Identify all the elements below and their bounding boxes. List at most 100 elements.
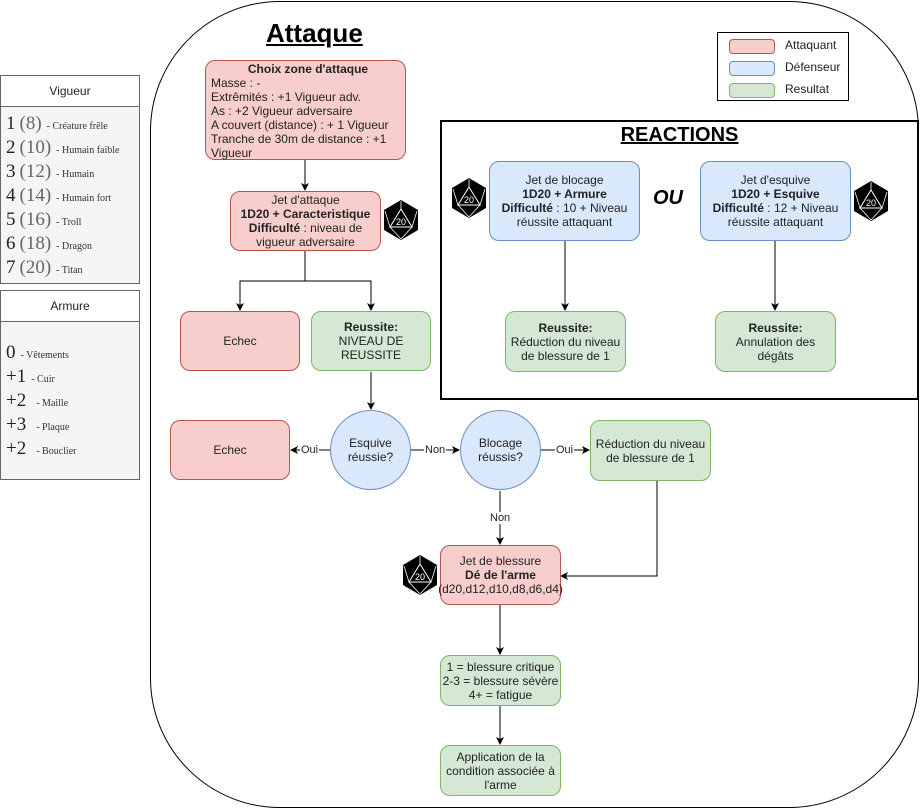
- vigueur-label: - Dragon: [56, 241, 92, 252]
- armure-row: +1 - Cuir: [1, 366, 139, 390]
- armure-bonus: +2: [6, 438, 27, 459]
- dodge-roll-formula: 1D20 + Esquive: [731, 187, 820, 201]
- vigueur-panel: Vigueur 1(8)- Créature frêle 2(10)- Huma…: [0, 75, 140, 284]
- diagram-title: Attaque: [266, 18, 363, 48]
- armure-row: +2 - Bouclier: [1, 438, 139, 462]
- wound-roll-die: Dé de l'arme: [465, 568, 536, 582]
- difficulty-value: : niveau de vigueur adversaire: [256, 221, 363, 249]
- reduce-text: Réduction du niveau de blessure de 1: [595, 436, 706, 465]
- svg-text:20: 20: [866, 198, 876, 208]
- vigueur-list: 1(8)- Créature frêle 2(10)- Humain faibl…: [1, 107, 139, 281]
- armure-row: +2- Maille: [1, 390, 139, 414]
- difficulty-label: Difficulté: [501, 201, 553, 215]
- vigueur-row: 3(12)- Humain: [1, 161, 139, 185]
- dodge-question-node: Esquive réussie?: [330, 410, 411, 490]
- vigueur-row: 1(8) - Créature frêle: [1, 113, 139, 137]
- armure-label: - Bouclier: [36, 446, 77, 457]
- vigueur-label: - Humain fort: [56, 193, 112, 204]
- wound-table-node: 1 = blessure critique 2-3 = blessure sév…: [440, 655, 561, 706]
- vigueur-value: (18): [19, 233, 52, 254]
- wound-roll-dice-list: (d20,d12,d10,d8,d6,d4): [438, 582, 563, 596]
- armure-row: 0 - Vêtements: [1, 342, 139, 366]
- vigueur-level: 7: [6, 257, 16, 278]
- d20-icon: 20: [384, 200, 418, 240]
- armure-bonus: +3: [6, 414, 27, 435]
- vigueur-label: - Humain: [56, 169, 95, 180]
- success-title: Reussite:: [343, 320, 399, 334]
- vigueur-level: 5: [6, 209, 16, 230]
- apply-condition-node: Application de la condition associée à l…: [440, 745, 561, 796]
- attack-roll-formula: 1D20 + Caracteristique: [240, 207, 371, 221]
- armure-label: - Vêtements: [20, 350, 69, 361]
- vigueur-level: 1: [6, 113, 16, 134]
- armure-row: +3 - Plaque: [1, 414, 139, 438]
- dodge-result-text: Annulation des dégâts: [735, 334, 816, 363]
- edge-label-non: Non: [489, 512, 512, 524]
- attack-zone-line: As : +2 Vigueur adversaire: [211, 104, 353, 118]
- attack-zone-line: Extrêmités : +1 Vigueur adv.: [211, 90, 361, 104]
- legend-label-resultat: Resultat: [785, 82, 830, 96]
- block-result-node: Reussite: Réduction du niveau de blessur…: [505, 311, 626, 372]
- vigueur-value: (10): [19, 137, 52, 158]
- vigueur-level: 4: [6, 185, 16, 206]
- d20-icon: 20: [854, 181, 888, 221]
- edge-label-non: Non: [424, 444, 447, 456]
- vigueur-row: 4(14) - Humain fort: [1, 185, 139, 209]
- armure-list: 0- Vêtements +1- Cuir +2- Maille +3- Pla…: [1, 322, 139, 462]
- armure-header: Armure: [1, 291, 139, 322]
- vigueur-label: - Titan: [56, 265, 83, 276]
- vigueur-row: 6(18) - Dragon: [1, 233, 139, 257]
- edge-label-oui: Oui: [555, 444, 575, 456]
- vigueur-label: - Créature frêle: [46, 121, 108, 132]
- d20-icon: 20: [452, 178, 486, 218]
- success-text: NIVEAU DE REUSSITE: [338, 334, 404, 362]
- armure-bonus: +1: [6, 366, 27, 387]
- dodge-fail-node: Echec: [170, 420, 290, 480]
- reactions-panel: REACTIONS: [440, 120, 919, 400]
- vigueur-row: 7(20)- Titan: [1, 257, 139, 281]
- wound-table-line: 1 = blessure critique: [446, 659, 555, 674]
- attack-zone-line: A couvert (distance) : + 1 Vigueur: [211, 118, 389, 132]
- wound-roll-title: Jet de blessure: [459, 554, 542, 568]
- attack-roll-node: Jet d'attaque 1D20 + Caracteristique Dif…: [230, 191, 381, 251]
- fail-text: Echec: [213, 443, 247, 457]
- difficulty-label: Difficulté: [248, 221, 301, 235]
- block-question-text: Blocage réussis?: [478, 436, 523, 464]
- svg-text:20: 20: [464, 195, 474, 205]
- attack-zone-line: Tranche de 30m de distance : +1 Vigueur: [211, 132, 387, 160]
- edge-reduce-to-wound: [560, 481, 658, 580]
- apply-condition-text: Application de la condition associée à l…: [446, 749, 555, 792]
- reduce-node: Réduction du niveau de blessure de 1: [590, 420, 711, 481]
- block-roll-node: Jet de blocage 1D20 + Armure Difficulté …: [489, 161, 640, 241]
- vigueur-level: 2: [6, 137, 16, 158]
- d20-icon: 20: [403, 555, 437, 595]
- attack-zone-title: Choix zone d'attaque: [247, 62, 369, 76]
- edge-attack-to-success: [305, 280, 375, 311]
- vigueur-value: (12): [19, 161, 52, 182]
- armure-label: - Plaque: [36, 422, 70, 433]
- attack-zone-node: Choix zone d'attaque Masse : - Extrêmité…: [205, 60, 406, 160]
- fail-text: Echec: [223, 334, 257, 348]
- difficulty-label: Difficulté: [712, 201, 764, 215]
- dodge-question-text: Esquive réussie?: [347, 436, 394, 464]
- vigueur-value: (14): [19, 185, 52, 206]
- success-node: Reussite: NIVEAU DE REUSSITE: [311, 311, 431, 371]
- dodge-result-node: Reussite: Annulation des dégâts: [715, 311, 836, 372]
- difficulty-value: : 12 + Niveau réussite attaquant: [727, 201, 839, 229]
- block-result-text: Réduction du niveau de blessure de 1: [510, 334, 621, 363]
- edge-attack-split: [236, 251, 306, 311]
- dodge-result-title: Reussite:: [748, 320, 803, 335]
- or-label: OU: [653, 187, 683, 209]
- wound-roll-node: Jet de blessure Dé de l'arme (d20,d12,d1…: [438, 545, 563, 605]
- fail-node: Echec: [180, 311, 300, 371]
- armure-label: - Maille: [36, 398, 69, 409]
- block-roll-title: Jet de blocage: [525, 173, 604, 187]
- armure-bonus: 0: [6, 342, 16, 363]
- vigueur-value: (8): [19, 113, 42, 134]
- legend: Attaquant Défenseur Resultat: [717, 32, 849, 101]
- armure-panel: Armure 0- Vêtements +1- Cuir +2- Maille …: [0, 290, 140, 480]
- vigueur-level: 6: [6, 233, 16, 254]
- armure-label: - Cuir: [31, 374, 55, 385]
- legend-label-attaquant: Attaquant: [785, 38, 837, 52]
- attack-roll-title: Jet d'attaque: [271, 193, 340, 207]
